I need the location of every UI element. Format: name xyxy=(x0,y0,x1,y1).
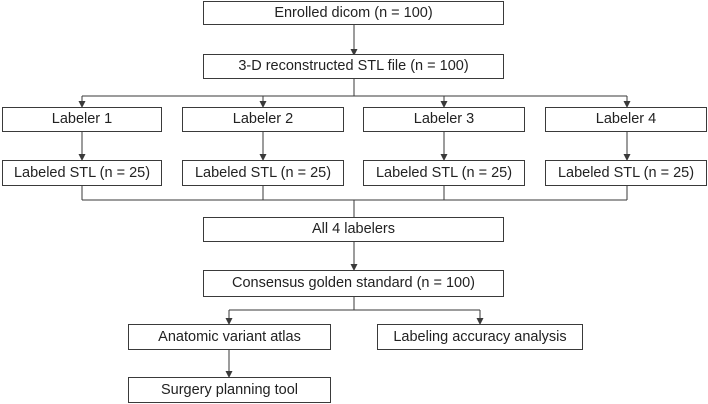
labeler-1-box: Labeler 1 xyxy=(2,107,162,132)
surgery-planning-box: Surgery planning tool xyxy=(128,377,331,403)
enrolled-dicom-box: Enrolled dicom (n = 100) xyxy=(203,1,504,25)
all-labelers-box: All 4 labelers xyxy=(203,217,504,242)
labeled-stl-4-box: Labeled STL (n = 25) xyxy=(545,160,707,186)
labeling-accuracy-box: Labeling accuracy analysis xyxy=(377,324,583,350)
labeled-stl-1-box: Labeled STL (n = 25) xyxy=(2,160,162,186)
labeler-3-box: Labeler 3 xyxy=(363,107,525,132)
reconstructed-stl-box: 3-D reconstructed STL file (n = 100) xyxy=(203,54,504,79)
labeler-4-box: Labeler 4 xyxy=(545,107,707,132)
anatomic-atlas-box: Anatomic variant atlas xyxy=(128,324,331,350)
labeler-2-box: Labeler 2 xyxy=(182,107,344,132)
consensus-box: Consensus golden standard (n = 100) xyxy=(203,270,504,297)
labeled-stl-2-box: Labeled STL (n = 25) xyxy=(182,160,344,186)
labeled-stl-3-box: Labeled STL (n = 25) xyxy=(363,160,525,186)
